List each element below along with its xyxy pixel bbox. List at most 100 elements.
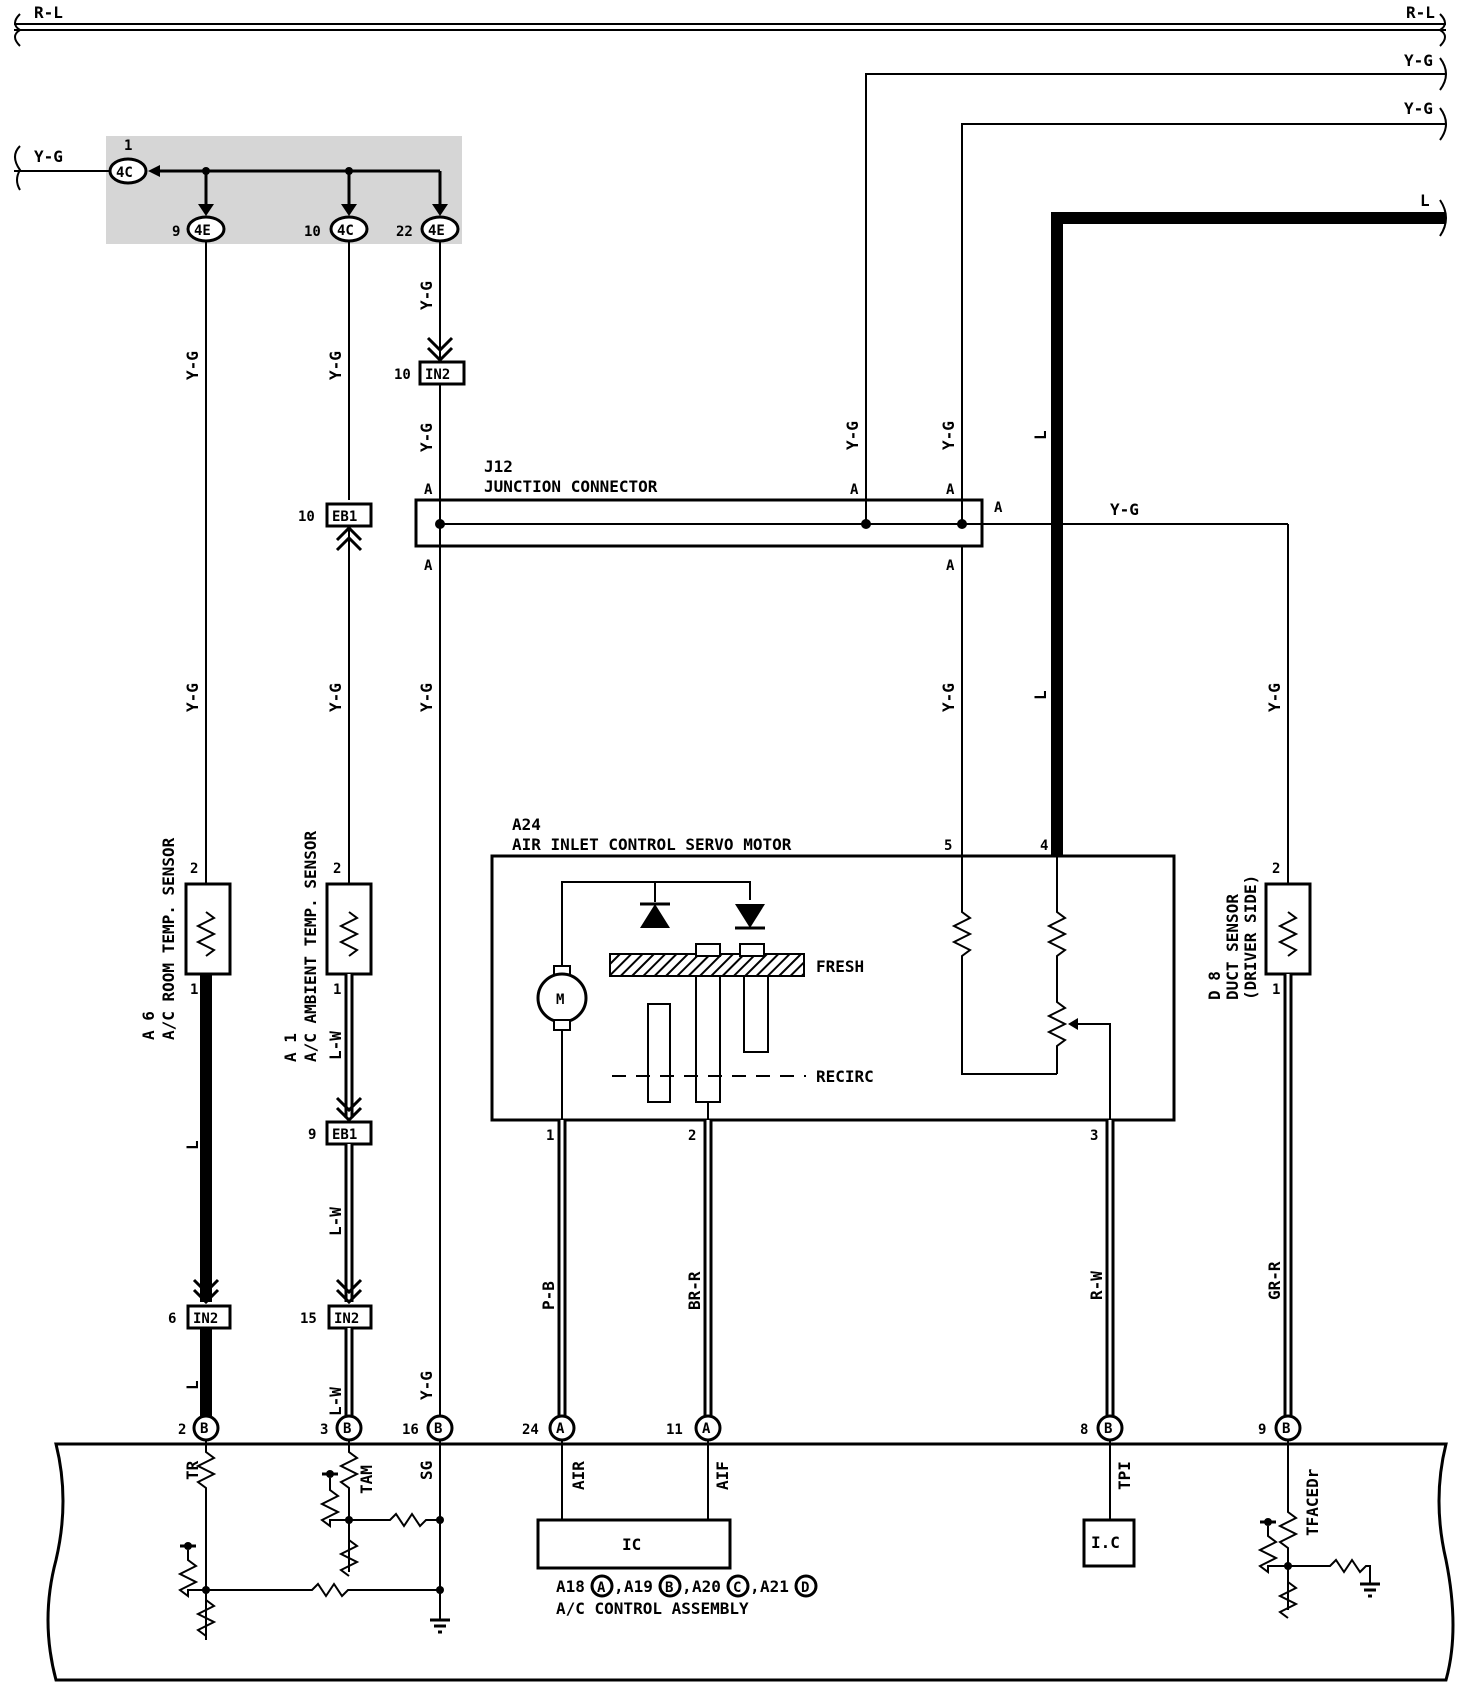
ecu-outline — [46, 1442, 1455, 1682]
r-l-label-right: R-L — [1406, 3, 1435, 22]
in2-label-col2: IN2 — [334, 1311, 359, 1327]
assembly-part-3-code: C — [733, 1580, 741, 1596]
l-label-col1b: L — [183, 1380, 202, 1390]
arrow-icon — [198, 204, 214, 216]
splice-area: Y-G 4C 1 4E 9 4C 10 4E 22 — [14, 136, 462, 244]
connector-arrow-icon — [426, 336, 454, 353]
wiper-arrow-icon — [1068, 1018, 1078, 1030]
l-label-col1a: L — [183, 1140, 202, 1150]
y-g-label-col1a: Y-G — [183, 351, 202, 380]
assembly-sep: , — [682, 1577, 692, 1596]
assembly-name: A/C CONTROL ASSEMBLY — [556, 1599, 749, 1618]
servo-output-wires: P-B BR-R R-W — [539, 1120, 1115, 1428]
wire-break-icon — [14, 145, 22, 191]
junction-dot — [435, 519, 445, 529]
ecu-pin-air-code: A — [556, 1421, 565, 1437]
splice-out-1-code: 4E — [194, 223, 211, 239]
l-label-mid-b: L — [1031, 690, 1050, 700]
j12-pin-a6: A — [994, 500, 1003, 516]
assembly-part-3: A20 — [692, 1577, 721, 1596]
room-sensor-name: A/C ROOM TEMP. SENSOR — [159, 837, 178, 1040]
servo-resistor-left — [951, 856, 1057, 1075]
in2-pin-col1: 6 — [168, 1311, 176, 1327]
splice-out-1-num: 9 — [172, 224, 180, 240]
servo-box — [490, 854, 1176, 1122]
assembly-part-4: A21 — [760, 1577, 789, 1596]
servo-pin-1: 1 — [546, 1128, 554, 1144]
wire-break-icon — [1439, 107, 1447, 141]
wire-break-left-icon — [14, 13, 22, 47]
ambient-sensor-id: A 1 — [281, 1033, 300, 1062]
ecu-pin-sg-num: 16 — [402, 1422, 419, 1438]
connector-arrow-icon — [335, 1096, 363, 1113]
connector-arrow-icon — [335, 1106, 363, 1123]
resistor-icon — [195, 911, 217, 957]
contact-tab — [739, 943, 765, 957]
servo-id: A24 — [512, 815, 541, 834]
assembly-sep: , — [750, 1577, 760, 1596]
l-label-top: L — [1420, 191, 1430, 210]
splice-out-3-code: 4E — [428, 223, 445, 239]
y-g-wire-top-2 — [961, 123, 1446, 528]
tfaced-resistor — [1277, 1440, 1299, 1610]
y-g-wire-top-1 — [865, 73, 1446, 498]
signal-tam: TAM — [357, 1465, 376, 1494]
diode-icon — [735, 904, 765, 928]
arrow-icon — [341, 204, 357, 216]
y-g-label-j12b: Y-G — [939, 421, 958, 450]
duct-sensor-name: DUCT SENSOR — [1223, 894, 1242, 1000]
j12-name: JUNCTION CONNECTOR — [484, 477, 658, 496]
tr-sg-resistor — [206, 1582, 440, 1598]
l-label-mid-a: L — [1031, 430, 1050, 440]
tr-resistor — [195, 1440, 217, 1640]
y-g-label-servo5: Y-G — [939, 683, 958, 712]
duct-pin-bottom: 1 — [1272, 982, 1280, 998]
y-g-label-j12a: Y-G — [843, 421, 862, 450]
in2-connector-col3 — [418, 360, 466, 386]
connector-arrow-icon — [335, 1288, 363, 1305]
wire-break-right-icon — [1438, 13, 1446, 47]
assembly-code-circle — [726, 1574, 750, 1598]
servo-pin-2: 2 — [688, 1128, 696, 1144]
ecu-pin-sg-code: B — [434, 1421, 442, 1437]
contact-bar-2 — [695, 975, 721, 1103]
splice-out-2-code: 4C — [337, 223, 354, 239]
contact-bar-3 — [743, 975, 769, 1053]
p-b-label: P-B — [539, 1281, 558, 1310]
assembly-code-circle — [658, 1574, 682, 1598]
ac-control-assembly: B 2 B 3 B 16 A 24 A 11 B 8 B 9 TR TAM SG… — [46, 1414, 1455, 1682]
signal-aif: AIF — [713, 1461, 732, 1490]
y-g-label-duct: Y-G — [1265, 683, 1284, 712]
room-pin-top: 2 — [190, 861, 198, 877]
y-g-label-left: Y-G — [34, 147, 63, 166]
room-sensor-id: A 6 — [139, 1011, 158, 1040]
top-wires: R-L R-L Y-G Y-G L — [14, 3, 1447, 856]
wire-break-icon — [1439, 199, 1447, 237]
ecu-pin-tfaced-code: B — [1282, 1421, 1290, 1437]
recirc-label: RECIRC — [816, 1067, 874, 1086]
l-w-label-col2b: L-W — [326, 1207, 345, 1236]
ecu-pin-tr-code: B — [200, 1421, 208, 1437]
contact-bar-1 — [647, 1003, 671, 1103]
ic-box — [536, 1518, 732, 1570]
connector-arrow-icon — [426, 346, 454, 363]
ecu-pin-tpi-code: B — [1104, 1421, 1112, 1437]
splice-out-3-num: 22 — [396, 224, 413, 240]
ambient-pin-bottom: 1 — [333, 982, 341, 998]
potentiometer-icon — [1046, 856, 1068, 1074]
diode-icon — [640, 904, 670, 928]
in2-label-col1: IN2 — [193, 1311, 218, 1327]
ecu-pin-tam-code: B — [343, 1421, 351, 1437]
room-temp-sensor — [184, 882, 232, 976]
ecu-pin-tfaced-num: 9 — [1258, 1422, 1266, 1438]
tam-pulldown-resistor — [338, 1530, 360, 1577]
j12-pin-a4: A — [946, 482, 955, 498]
eb1-label-top: EB1 — [332, 509, 357, 525]
connector-arrow-icon — [192, 1278, 220, 1295]
arrow-icon — [432, 204, 448, 216]
tam-bias-resistor — [319, 1478, 349, 1528]
in2-pin-col3: 10 — [394, 367, 411, 383]
l-w-label-col2a: L-W — [326, 1031, 345, 1060]
fresh-label: FRESH — [816, 957, 864, 976]
